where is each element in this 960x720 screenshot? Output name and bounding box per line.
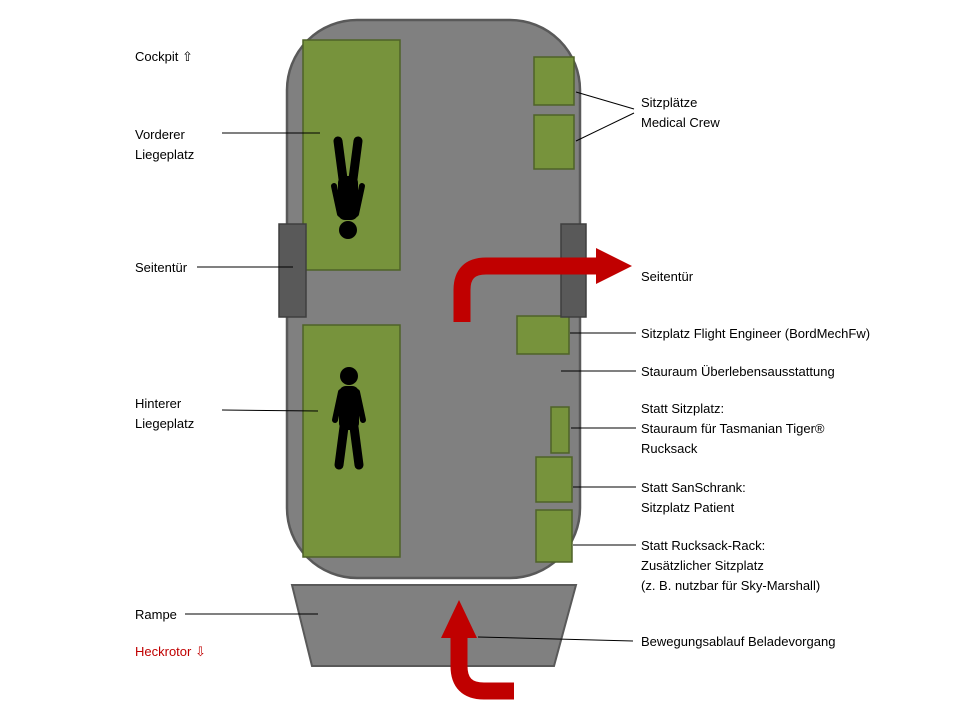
label-sitzplaetze-medical-crew: Sitzplätze Medical Crew: [641, 95, 720, 130]
leader-lines: [185, 91, 636, 642]
label-statt-sanschrank: Statt SanSchrank: Sitzplatz Patient: [641, 480, 746, 515]
loading-arrow-side-door: [453, 248, 632, 322]
leader-line-hinterer-liegeplatz: [221, 409, 319, 412]
label-hinterer-liegeplatz: Hinterer Liegeplatz: [135, 396, 195, 431]
label-statt-sitzplatz: Statt Sitzplatz: Stauraum für Tasmanian …: [641, 401, 825, 456]
tasmanian-tiger-storage: [550, 406, 570, 454]
label-seitentuer-right: Seitentür: [641, 269, 694, 284]
left-side-door: [278, 223, 307, 318]
loading-arrow-ramp: [441, 600, 514, 700]
medical-crew-seat-2: [533, 114, 575, 170]
label-vorderer-liegeplatz: Vorderer Liegeplatz: [135, 127, 195, 162]
loading-arrow-ramp-shaft: [450, 636, 514, 700]
loading-arrow-side-door-shaft: [453, 257, 596, 322]
label-seitentuer-left: Seitentür: [135, 260, 188, 275]
flight-engineer-seat: [516, 315, 570, 355]
label-bewegungsablauf: Bewegungsablauf Beladevorgang: [641, 634, 836, 649]
loading-arrow-side-door-head: [596, 248, 632, 284]
patient-seat: [535, 456, 573, 503]
label-heckrotor: Heckrotor ⇩: [135, 644, 206, 659]
additional-seat: [535, 509, 573, 563]
label-statt-rucksack-rack: Statt Rucksack-Rack: Zusätzlicher Sitzpl…: [641, 538, 821, 593]
ramp: [290, 584, 578, 667]
label-stauraum-ueberleben: Stauraum Überlebensausstattung: [641, 364, 835, 379]
leader-line-medical-crew-2: [575, 112, 635, 142]
loading-arrow-ramp-head: [441, 600, 477, 638]
label-cockpit: Cockpit ⇧: [135, 49, 193, 64]
label-sitzplatz-flight-engineer: Sitzplatz Flight Engineer (BordMechFw): [641, 326, 871, 341]
label-rampe: Rampe: [135, 607, 177, 622]
leader-line-medical-crew-1: [575, 91, 635, 110]
medical-crew-seat-1: [533, 56, 575, 106]
leader-line-bewegungsablauf: [477, 636, 634, 642]
